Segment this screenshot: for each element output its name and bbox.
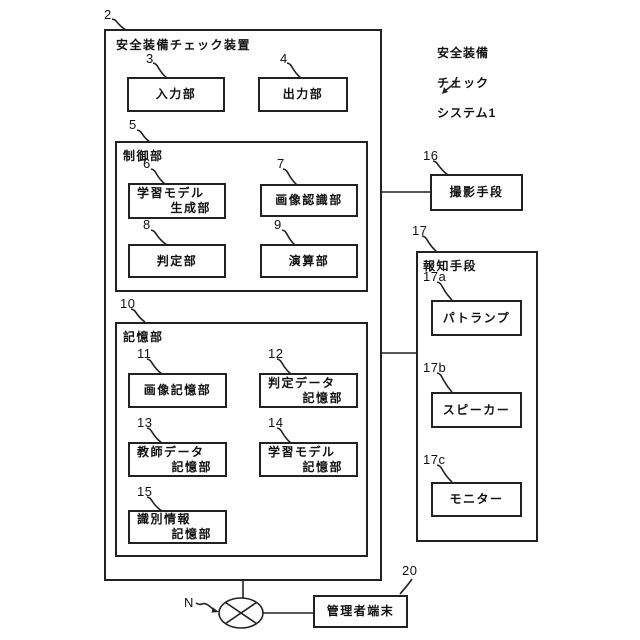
ref-label-9: 9: [274, 217, 282, 232]
box-admin-terminal: 管理者端末: [313, 595, 408, 628]
ref-label-5: 5: [129, 117, 137, 132]
ref-label-2: 2: [104, 7, 112, 22]
box-output-label: 出力部: [282, 87, 324, 101]
box-output-unit: 出力部: [258, 77, 348, 112]
leader-ref-20: [399, 578, 413, 595]
system-title-line1: 安全装備: [437, 46, 490, 60]
network-pointer-arrow: [195, 602, 214, 610]
ref-label-17b: 17b: [423, 360, 447, 375]
box-patrol-lamp: パトランプ: [431, 300, 522, 336]
box-image-storage-label: 画像記憶部: [143, 383, 212, 397]
network-node-cross-1: [224, 601, 258, 625]
box-id-info-storage-line1: 識別情報: [137, 512, 192, 526]
box-teacher-data-storage-line2: 記憶部: [171, 459, 212, 474]
network-node-icon: [218, 597, 264, 629]
ref-label-17a: 17a: [423, 269, 447, 284]
box-judgement-unit: 判定部: [128, 244, 226, 278]
box-model-storage: 学習モデル 記憶部: [259, 442, 358, 477]
control-group-label: 制御部: [123, 149, 164, 163]
ref-label-17c: 17c: [423, 452, 446, 467]
ref-label-20: 20: [402, 563, 418, 578]
box-speaker-label: スピーカー: [442, 402, 511, 417]
system-title: 安全装備 チェック システム1: [437, 31, 496, 136]
ref-label-3: 3: [146, 51, 154, 66]
ref-label-network: N: [184, 595, 194, 610]
box-judge-data-storage: 判定データ 記憶部: [259, 373, 358, 408]
box-image-storage: 画像記憶部: [128, 373, 227, 408]
box-model-generator: 学習モデル 生成部: [128, 183, 226, 219]
ref-label-8: 8: [143, 217, 151, 232]
ref-label-4: 4: [280, 51, 288, 66]
storage-group-label: 記憶部: [123, 330, 164, 344]
ref-label-11: 11: [137, 346, 152, 361]
network-pointer-arrowhead: [211, 607, 219, 613]
box-monitor-label: モニター: [449, 492, 504, 506]
control-group-box: [115, 141, 368, 292]
box-model-storage-line1: 学習モデル: [268, 444, 336, 459]
notifier-group-box: [416, 251, 538, 542]
notifier-group-label: 報知手段: [423, 259, 478, 273]
ref-label-17: 17: [412, 223, 428, 238]
box-teacher-data-storage: 教師データ 記憶部: [128, 442, 227, 477]
box-calculation-unit: 演算部: [260, 244, 358, 278]
ref-label-10: 10: [120, 296, 136, 311]
box-camera-label: 撮影手段: [449, 185, 504, 199]
box-input-label: 入力部: [155, 87, 197, 101]
ref-label-13: 13: [137, 415, 153, 430]
storage-group-box: [115, 322, 368, 557]
box-input-unit: 入力部: [127, 77, 225, 112]
ref-label-16: 16: [423, 148, 439, 163]
box-monitor: モニター: [431, 482, 522, 517]
ref-label-12: 12: [268, 346, 284, 361]
box-id-info-storage: 識別情報 記憶部: [128, 510, 227, 544]
box-admin-terminal-label: 管理者端末: [326, 604, 395, 618]
network-node-cross-2: [224, 601, 258, 625]
box-patrol-lamp-label: パトランプ: [442, 310, 511, 325]
box-teacher-data-storage-line1: 教師データ: [137, 444, 205, 459]
box-judge-data-storage-line1: 判定データ: [268, 375, 336, 390]
box-image-recognition-label: 画像認識部: [275, 193, 343, 207]
ref-label-6: 6: [143, 156, 151, 171]
box-calculation-label: 演算部: [288, 253, 330, 268]
system-title-line3: システム1: [437, 106, 497, 120]
box-judgement-label: 判定部: [156, 253, 198, 268]
box-speaker: スピーカー: [431, 392, 522, 428]
ref-label-7: 7: [277, 156, 285, 171]
system-title-line2: チェック: [437, 76, 490, 90]
box-model-generator-line1: 学習モデル: [137, 186, 205, 200]
ref-label-14: 14: [268, 415, 284, 430]
box-model-storage-line2: 記憶部: [302, 459, 343, 474]
box-image-recognition: 画像認識部: [260, 184, 358, 217]
leader-ref-16: [432, 160, 449, 176]
box-id-info-storage-line2: 記憶部: [171, 527, 212, 541]
device-box: [104, 29, 382, 581]
leader-ref-17: [421, 235, 437, 252]
ref-label-15: 15: [137, 484, 153, 499]
box-judge-data-storage-line2: 記憶部: [302, 390, 343, 405]
device-title: 安全装備チェック装置: [116, 38, 252, 52]
box-camera-means: 撮影手段: [430, 174, 523, 211]
box-model-generator-line2: 生成部: [170, 201, 211, 215]
